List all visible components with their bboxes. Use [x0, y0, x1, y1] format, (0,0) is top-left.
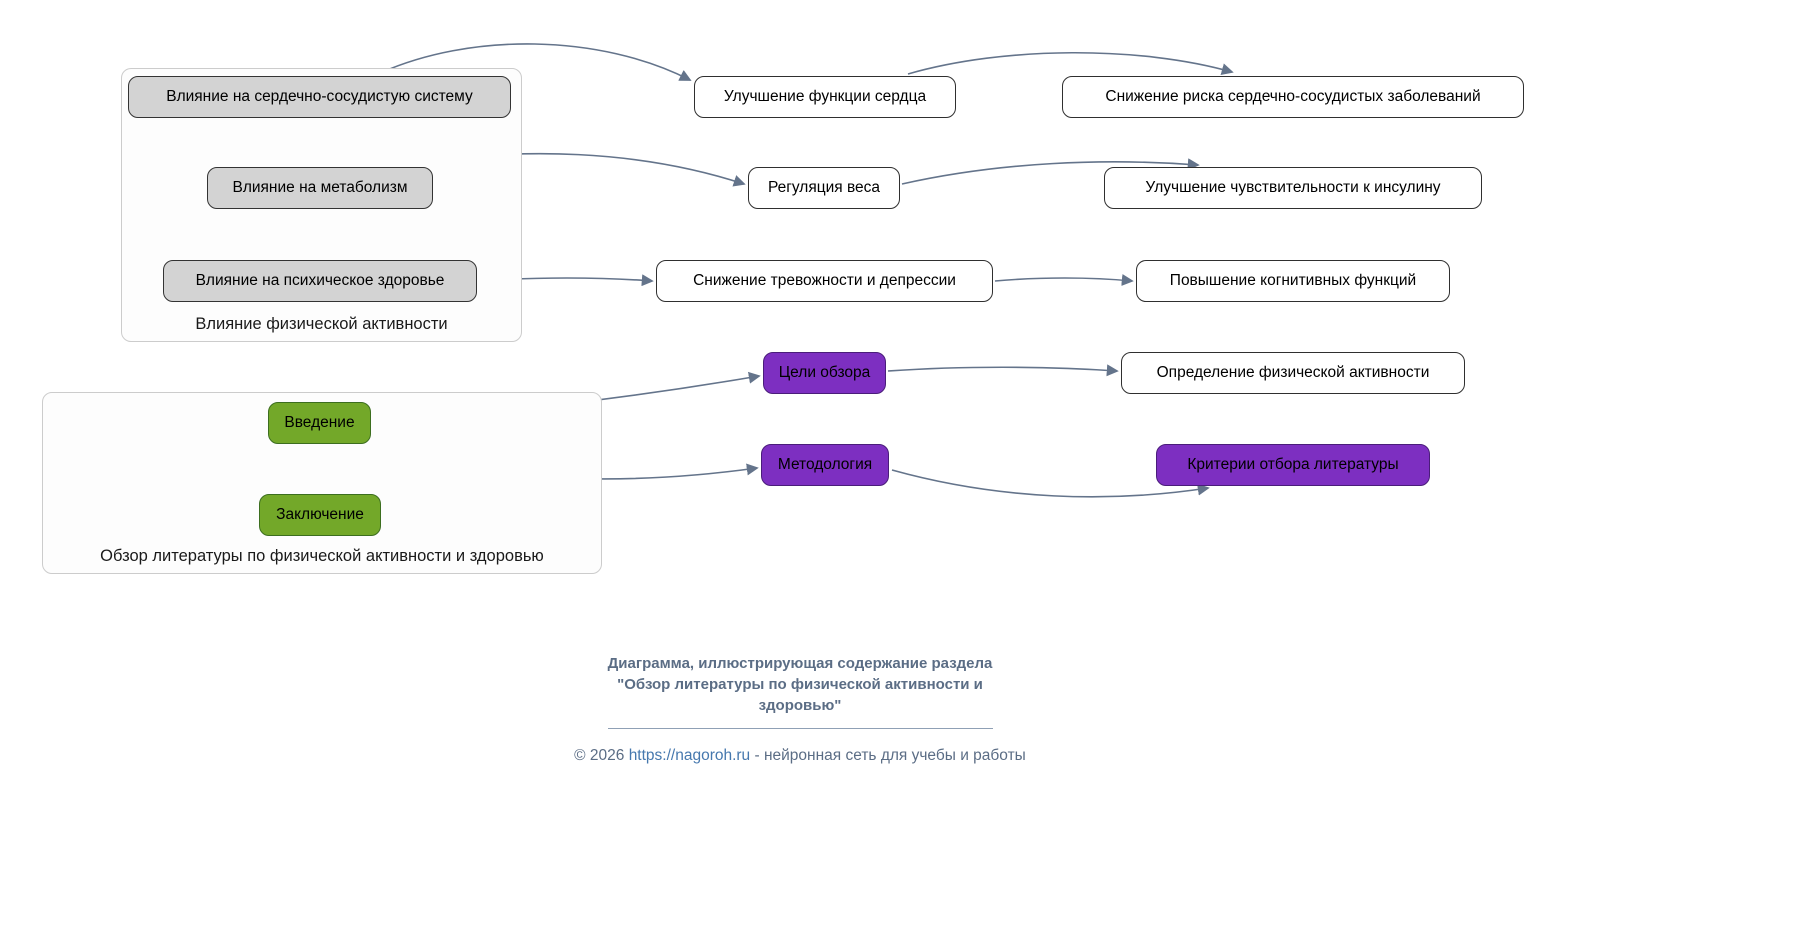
edge-anxiety-to-cognitive — [994, 274, 1134, 287]
copyright-prefix: © 2026 — [574, 747, 629, 764]
group-literature-review-label: Обзор литературы по физической активност… — [100, 547, 544, 565]
node-methodology: Методология — [761, 444, 889, 486]
node-cognitive-improvement: Повышение когнитивных функций — [1136, 260, 1450, 302]
node-review-goals: Цели обзора — [763, 352, 886, 394]
site-link[interactable]: https://nagoroh.ru — [628, 747, 751, 764]
copyright-line: © 2026 https://nagoroh.ru - нейронная се… — [500, 747, 1100, 765]
group-literature-review: Обзор литературы по физической активност… — [42, 392, 602, 574]
caption-line-2: "Обзор литературы по физической активнос… — [617, 676, 983, 693]
node-literature-criteria: Критерии отбора литературы — [1156, 444, 1430, 486]
node-conclusion: Заключение — [259, 494, 381, 536]
footer-block: Диаграмма, иллюстрирующая содержание раз… — [500, 656, 1100, 765]
node-weight-regulation: Регуляция веса — [748, 167, 900, 209]
edge-weight-to-insulin — [901, 158, 1200, 185]
node-anxiety-reduction: Снижение тревожности и депрессии — [656, 260, 993, 302]
node-cardio-impact: Влияние на сердечно-сосудистую систему — [128, 76, 511, 118]
node-heart-function: Улучшение функции сердца — [694, 76, 956, 118]
node-mental-impact: Влияние на психическое здоровье — [163, 260, 477, 302]
node-metabolism-impact: Влияние на метаболизм — [207, 167, 433, 209]
caption-divider — [607, 728, 993, 729]
node-introduction: Введение — [268, 402, 371, 444]
edge-methodology-to-criteria — [891, 469, 1210, 498]
caption-line-3: здоровью" — [758, 697, 842, 714]
edge-heart-to-cvdrisk — [907, 51, 1234, 76]
group-physical-activity-impact-label: Влияние физической активности — [195, 315, 448, 333]
caption-line-1: Диаграмма, иллюстрирующая содержание раз… — [607, 655, 993, 672]
node-pa-definition: Определение физической активности — [1121, 352, 1465, 394]
node-cvd-risk-reduction: Снижение риска сердечно-сосудистых забол… — [1062, 76, 1524, 118]
copyright-suffix: - нейронная сеть для учебы и работы — [750, 747, 1026, 764]
edge-goals-to-definition — [887, 364, 1119, 377]
edge-cardio-to-heart — [377, 43, 692, 81]
node-insulin-sensitivity: Улучшение чувствительности к инсулину — [1104, 167, 1482, 209]
